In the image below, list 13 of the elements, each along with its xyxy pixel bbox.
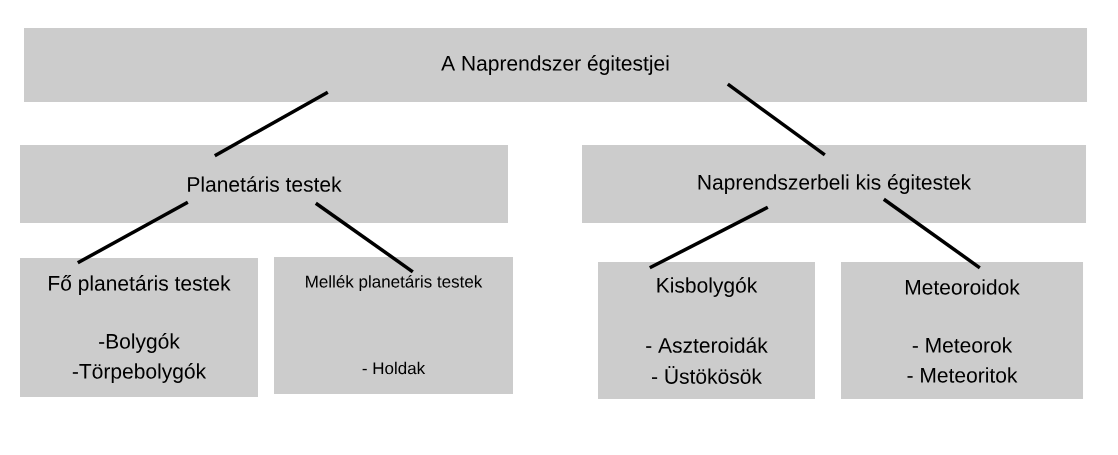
box: Kisbolygók - Aszteroidák - Üstökösök <box>598 262 815 399</box>
connector-line <box>649 205 769 270</box>
connector-line <box>726 82 826 157</box>
box: Meteoroidok - Meteorok - Meteoritok <box>841 262 1083 399</box>
box: Mellék planetáris testek - Holdak <box>274 257 513 394</box>
connector-line <box>314 201 414 274</box>
box: A Naprendszer égitestjei <box>24 28 1087 102</box>
box: Naprendszerbeli kis égitestek <box>582 145 1086 223</box>
connector-line <box>213 90 329 158</box>
connector-line <box>76 200 189 265</box>
connector-line <box>882 197 981 270</box>
box: Planetáris testek <box>20 145 508 223</box>
box: Fő planetáris testek -Bolygók -Törpebolygók <box>20 258 258 397</box>
